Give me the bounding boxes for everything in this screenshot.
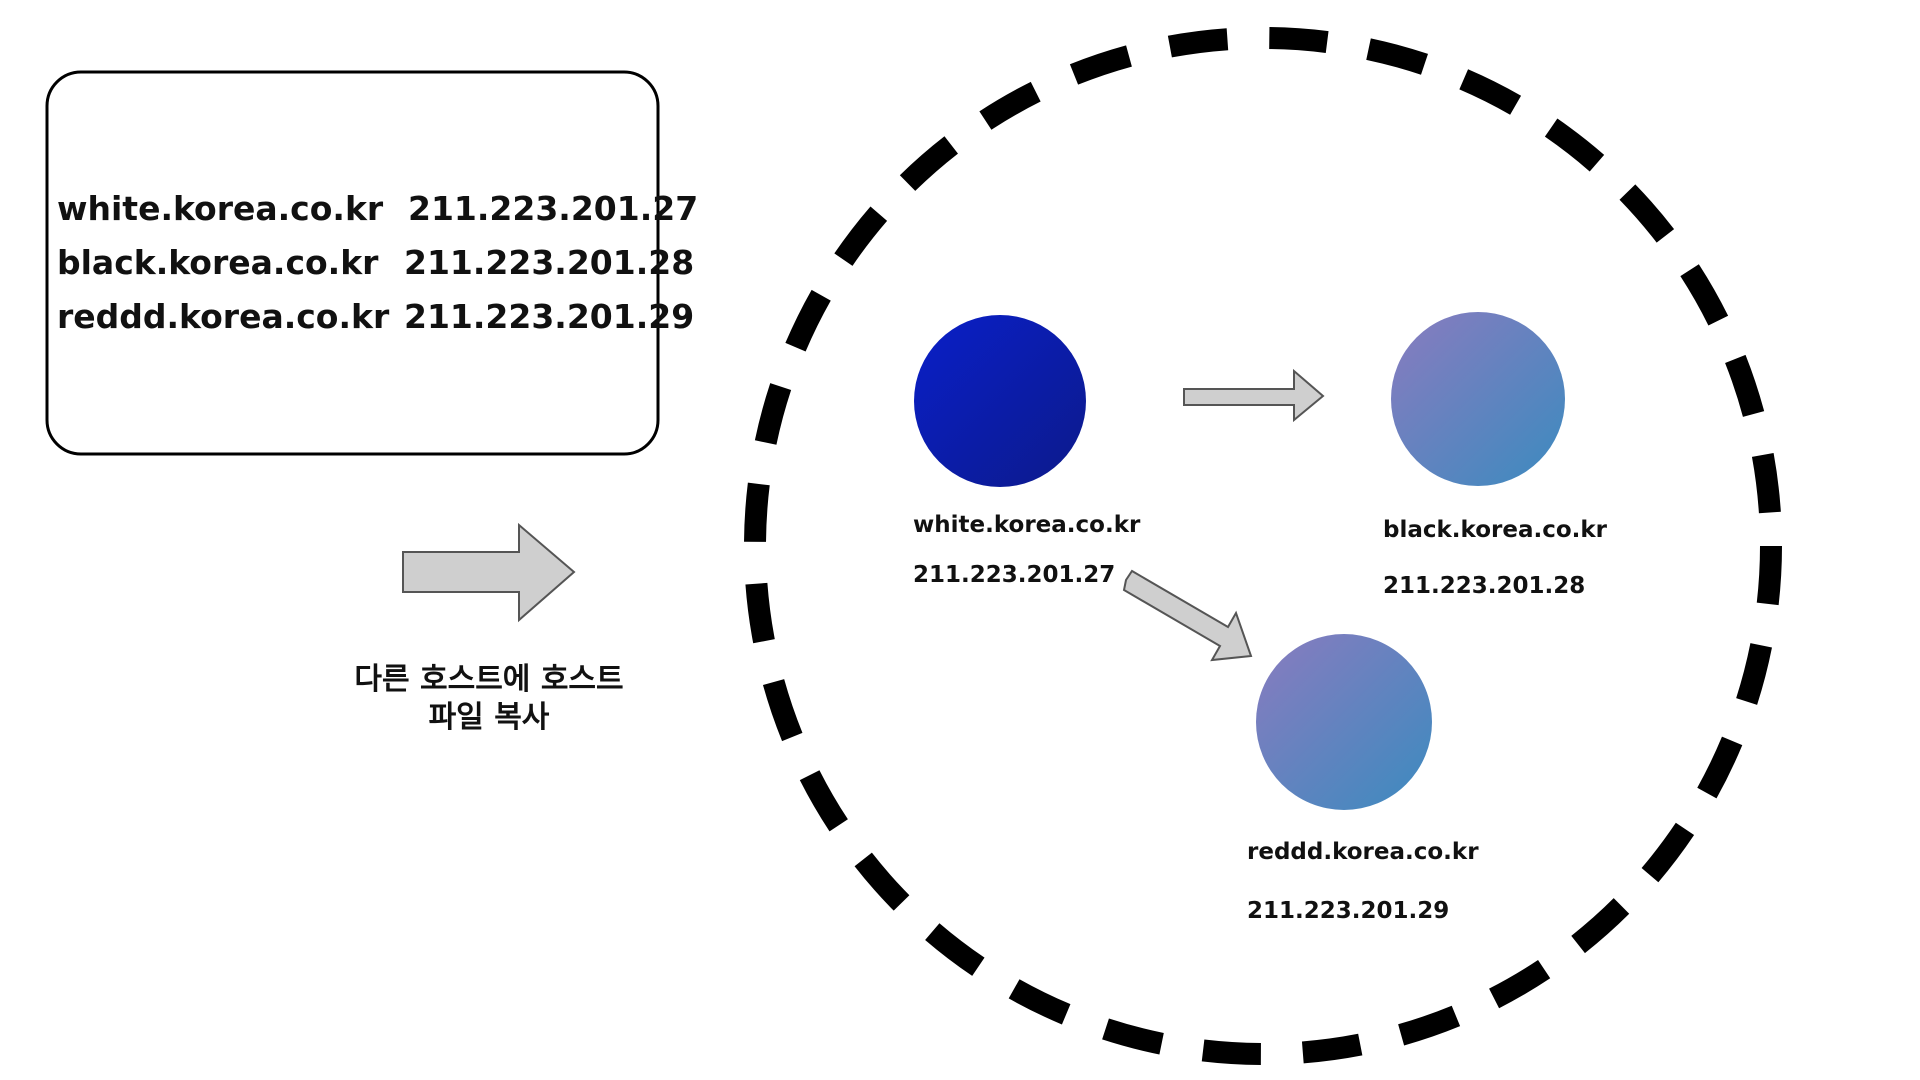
node-black-hostname: black.korea.co.kr [1383, 517, 1608, 543]
hosts-file-border [45, 70, 660, 456]
hosts-entry-hostname-reddd: reddd.korea.co.kr [57, 297, 390, 336]
hosts-entry-hostname-black: black.korea.co.kr [57, 243, 379, 282]
node-white-circle [914, 315, 1086, 487]
node-reddd-ip: 211.223.201.29 [1247, 898, 1449, 924]
node-reddd: reddd.korea.co.kr 211.223.201.29 [1247, 634, 1479, 924]
copy-caption-line2: 파일 복사 [429, 700, 550, 735]
node-white-ip: 211.223.201.27 [913, 562, 1115, 588]
node-black: black.korea.co.kr 211.223.201.28 [1383, 312, 1608, 599]
node-reddd-hostname: reddd.korea.co.kr [1247, 839, 1479, 865]
hosts-entry-ip-white: 211.223.201.27 [408, 189, 698, 228]
hosts-entry-hostname-white: white.korea.co.kr [57, 189, 384, 228]
network-boundary [744, 27, 1782, 1065]
hosts-entry-ip-reddd: 211.223.201.29 [404, 297, 694, 336]
copy-arrow [402, 522, 576, 623]
hosts-entry-ip-black: 211.223.201.28 [404, 243, 694, 282]
copy-caption-line1: 다른 호스트에 호스트 [354, 662, 623, 697]
node-reddd-circle [1256, 634, 1432, 810]
node-white: white.korea.co.kr 211.223.201.27 [913, 315, 1141, 588]
node-black-ip: 211.223.201.28 [1383, 573, 1585, 599]
node-white-hostname: white.korea.co.kr [913, 512, 1141, 538]
arrow-white-to-reddd [1122, 569, 1253, 662]
hosts-file-box: white.korea.co.kr 211.223.201.27 black.k… [45, 70, 698, 456]
arrow-white-to-black [1183, 368, 1325, 423]
node-black-circle [1391, 312, 1565, 486]
